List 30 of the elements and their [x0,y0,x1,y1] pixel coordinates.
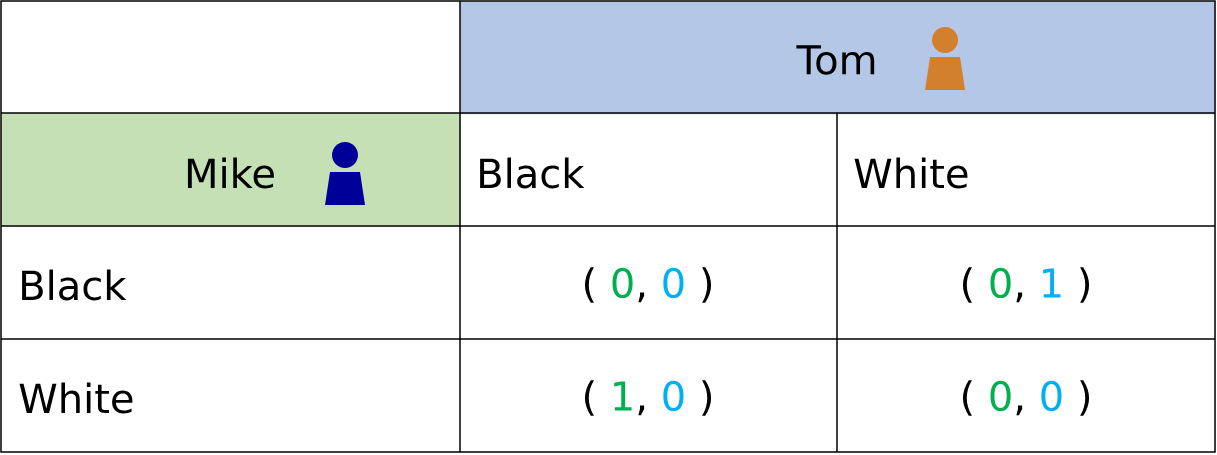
label: 1 [1043,268,1061,298]
label: 0 [663,267,684,299]
label: ) [1080,380,1090,416]
label: 0 [1041,380,1062,412]
label: ) [702,267,712,303]
label: , [638,292,645,303]
label: 0 [612,267,633,299]
label: 0 [990,380,1011,412]
label: , [1016,292,1023,303]
column-header: Black [480,157,585,189]
label: ) [702,380,712,416]
payoff-cell: ( 0, 1 ) [962,267,1090,303]
column-header: White [854,157,968,189]
label: , [1016,405,1023,416]
label: , [638,405,645,416]
label: 1 [614,381,632,411]
column-header: Tom [796,45,875,75]
payoff-cell: ( 1 , 0 ) [584,380,712,416]
label: ( [584,267,594,303]
label: 0 [663,380,684,412]
payoff-cell: ( 0, 0 ) [962,380,1090,416]
label: ( [584,380,594,416]
label: ( [962,267,972,303]
row-header: Mike [187,157,274,189]
label: ( [962,380,972,416]
label: 0 [990,267,1011,299]
row-header: White [19,382,133,414]
row-header: Black [22,269,127,301]
payoff-cell: ( 0, 0 ) [584,267,712,303]
label: ) [1080,267,1090,303]
